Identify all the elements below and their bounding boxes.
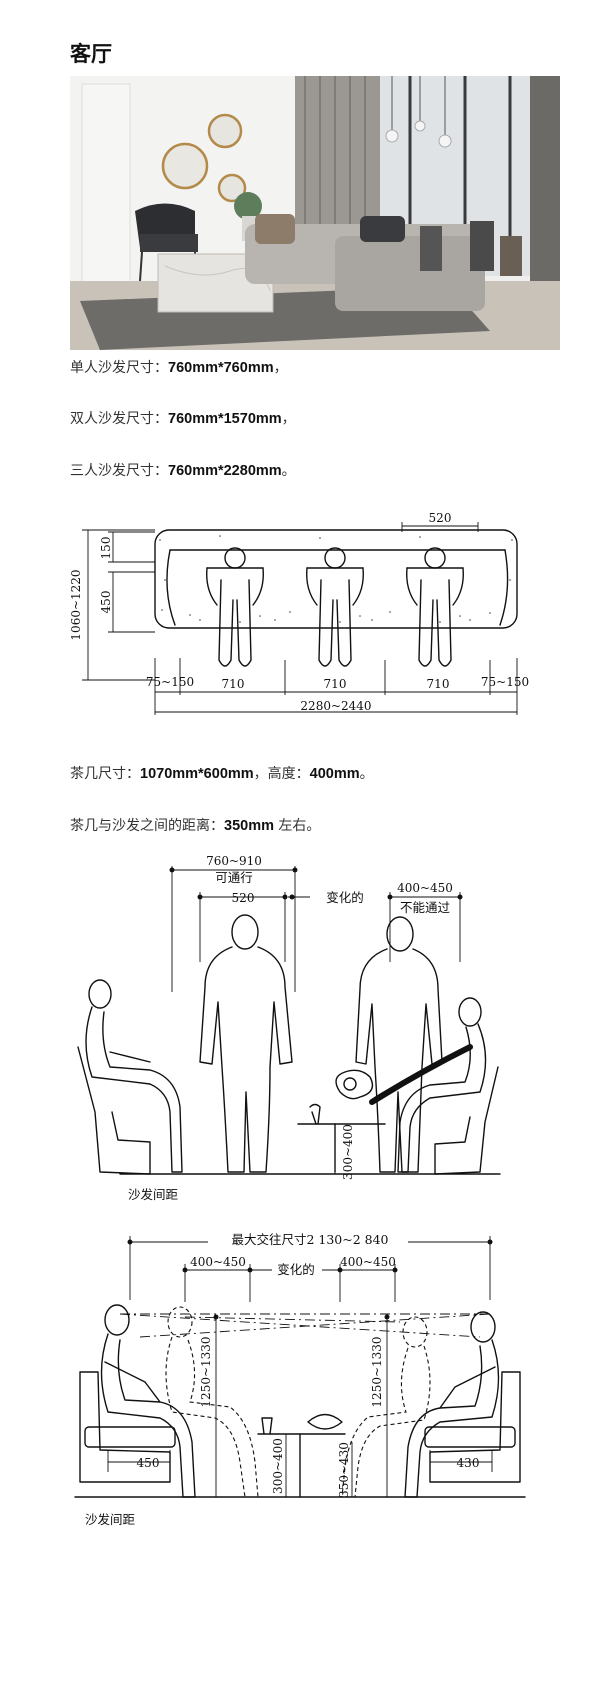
dim-knee: 350~430 [337,1442,351,1498]
triple-sofa-size: 三人沙发尺寸：760mm*2280mm。 [70,460,296,480]
table-size-label: 茶几尺寸： [70,766,140,782]
dim-400-450: 400~450 [397,881,453,895]
facing-sofas-diagram: 最大交往尺寸2 130~2 840 400~450 变化的 400~450 [0,1222,604,1692]
distance-tail: 左右。 [273,818,321,834]
dim-left-end: 75~150 [146,675,194,689]
label-variable-facing: 变化的 [277,1262,315,1277]
label-passable: 可通行 [215,870,253,885]
label-variable: 变化的 [326,890,364,905]
double-sofa-value: 760mm*1570mm [168,411,282,427]
dim-710-c: 710 [427,677,450,691]
table-sofa-distance: 茶几与沙发之间的距离：350mm 左右。 [70,815,320,835]
single-sofa-label: 单人沙发尺寸： [70,360,168,376]
dim-right-400: 400~450 [340,1255,396,1269]
dim-seat-right: 430 [457,1456,480,1470]
distance-label: 茶几与沙发之间的距离： [70,818,224,834]
double-sofa-tail: ， [281,411,296,427]
double-sofa-size: 双人沙发尺寸：760mm*1570mm， [70,408,296,428]
dim-total: 2280~2440 [300,699,371,713]
sofa-plan-diagram: 1060~1220 150 450 520 [0,511,604,725]
dim-450: 450 [99,591,113,614]
passage-diagram: 760~910 可通行 520 变化的 400~450 不能通过 [0,852,604,1222]
dim-520: 520 [429,511,452,525]
dim-eye-left: 1250~1330 [199,1336,213,1407]
table-tail: 。 [359,766,374,782]
single-sofa-tail: ， [273,360,288,376]
dim-seat-left: 450 [137,1456,160,1470]
living-room-photo [70,76,560,350]
triple-sofa-tail: 。 [281,463,296,479]
page-title: 客厅 [70,42,112,66]
coffee-table-size: 茶几尺寸：1070mm*600mm，高度：400mm。 [70,763,374,783]
table-size-value: 1070mm*600mm [140,766,254,782]
single-sofa-size: 单人沙发尺寸：760mm*760mm， [70,357,288,377]
dim-710-a: 710 [222,677,245,691]
label-not-passable: 不能通过 [400,900,451,915]
caption-facing: 沙发间距 [85,1512,135,1527]
triple-sofa-value: 760mm*2280mm [168,463,282,479]
dim-left-400: 400~450 [190,1255,246,1269]
table-height-value: 400mm [309,766,360,782]
distance-value: 350mm [224,818,274,834]
dim-right-end: 75~150 [481,675,529,689]
dim-top: 760~910 [206,854,262,868]
dim-520: 520 [232,891,255,905]
single-sofa-value: 760mm*760mm [168,360,274,376]
dim-710-b: 710 [324,677,347,691]
dim-150: 150 [99,537,113,560]
dim-max: 最大交往尺寸2 130~2 840 [231,1232,388,1247]
triple-sofa-label: 三人沙发尺寸： [70,463,168,479]
dim-eye-right: 1250~1330 [370,1336,384,1407]
double-sofa-label: 双人沙发尺寸： [70,411,168,427]
caption-passage: 沙发间距 [128,1187,178,1202]
table-height-label: ，高度： [253,766,310,782]
dim-height: 1060~1220 [69,569,83,640]
dim-table-height: 300~400 [341,1124,355,1180]
dim-table-facing: 300~400 [271,1438,285,1494]
